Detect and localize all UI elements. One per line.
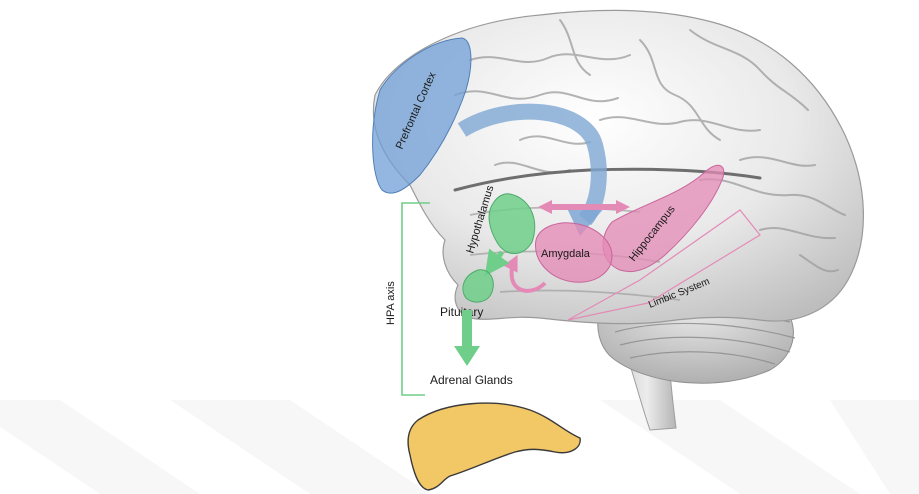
amygdala-label: Amygdala [541,248,591,260]
pituitary-label: Pituitary [440,305,483,319]
hpa-axis-label: HPA axis [385,281,397,325]
hpa-axis-bracket: HPA axis [385,203,430,395]
adrenal-glands-label: Adrenal Glands [430,373,513,387]
adrenal-gland [408,403,580,490]
